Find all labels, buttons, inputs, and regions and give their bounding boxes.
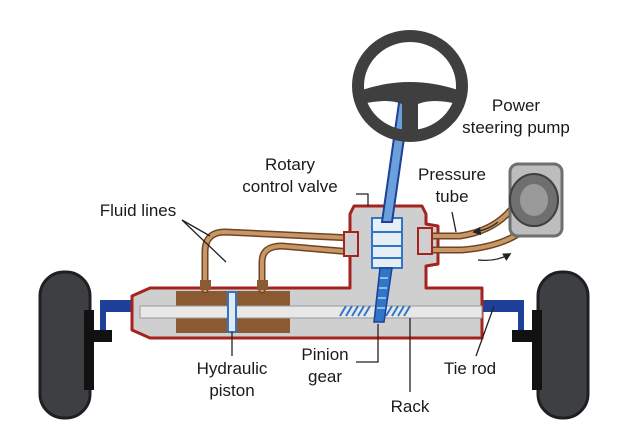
- label-power-steering-pump-1: Power: [492, 96, 541, 115]
- label-pinion-gear-1: Pinion: [301, 345, 348, 364]
- rotary-control-valve: [371, 217, 403, 269]
- label-pressure-tube-1: Pressure: [418, 165, 486, 184]
- steering-wheel: [352, 30, 468, 142]
- label-power-steering-pump-2: steering pump: [462, 118, 570, 137]
- fluid-line-right-inner: [260, 243, 354, 292]
- right-wheel: [512, 270, 590, 420]
- label-tie-rod: Tie rod: [444, 359, 496, 378]
- pump-pulley-inner: [520, 184, 548, 216]
- power-steering-pump: [508, 162, 564, 238]
- valve-spool: [371, 217, 403, 269]
- leader-fluid-lines-a: [181, 219, 227, 263]
- hydraulic-piston: [227, 291, 237, 333]
- leader-fluid-lines-b: [181, 219, 211, 237]
- leader-lines: [181, 193, 495, 392]
- fluid-line-left-inner: [203, 229, 354, 292]
- right-tire: [536, 270, 590, 420]
- label-hydraulic-piston-2: piston: [209, 381, 254, 400]
- flow-arrow-out: [477, 253, 512, 261]
- right-hub: [532, 310, 542, 390]
- labels: Power steering pump Rotary control valve…: [100, 96, 570, 416]
- label-hydraulic-piston-1: Hydraulic: [197, 359, 268, 378]
- left-hub-arm: [90, 330, 112, 342]
- fluid-lines: [200, 228, 356, 294]
- rack-teeth: [339, 305, 411, 317]
- right-hub-arm: [512, 330, 536, 342]
- valve-ports: [343, 227, 433, 257]
- flow-arrow-in: [472, 221, 499, 236]
- left-hub: [84, 310, 94, 390]
- rack-bar: [139, 305, 483, 319]
- right-tie-rod: [482, 300, 524, 330]
- label-rack: Rack: [391, 397, 430, 416]
- left-wheel: [38, 270, 112, 420]
- fluid-port-left: [200, 280, 211, 290]
- left-tie-rod: [100, 300, 140, 330]
- label-pinion-gear-2: gear: [308, 367, 342, 386]
- label-rotary-control-valve-1: Rotary: [265, 155, 316, 174]
- left-tire: [38, 270, 92, 420]
- leader-tie-rod: [475, 305, 495, 357]
- leader-pressure-tube: [451, 211, 457, 233]
- leader-rotary-valve: [356, 193, 369, 206]
- steering-wheel-spokes: [362, 82, 458, 136]
- label-rotary-control-valve-2: control valve: [242, 177, 337, 196]
- label-pressure-tube-2: tube: [435, 187, 468, 206]
- fluid-port-right: [257, 280, 268, 290]
- leader-pinion-gear: [356, 324, 379, 363]
- fluid-line-left-outer: [201, 228, 356, 294]
- tie-rods: [100, 300, 524, 330]
- label-fluid-lines: Fluid lines: [100, 201, 177, 220]
